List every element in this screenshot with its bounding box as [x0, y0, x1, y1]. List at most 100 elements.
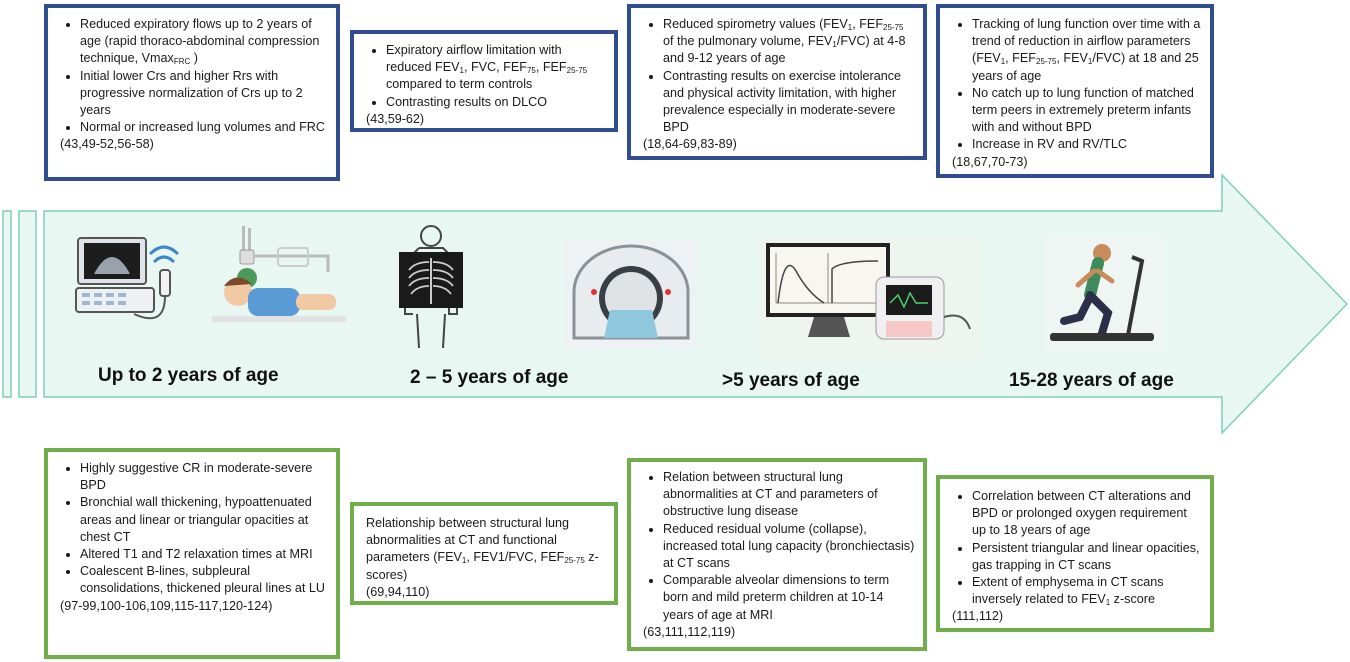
stage-label-over-5: >5 years of age [722, 370, 860, 391]
ultrasound-machine-icon [75, 237, 180, 320]
imaging-box-2-5: Relationship between structural lung abn… [350, 502, 618, 605]
arrow-tail-bar-1 [2, 210, 12, 398]
text-run: Extent of emphysema in CT scans inversel… [972, 575, 1164, 607]
imaging-box-15-28: Correlation between CT alterations and B… [936, 475, 1214, 632]
reference-list: (97-99,100-106,109,115-117,120-124) [60, 598, 273, 613]
text-run: , FVC, FEF [463, 60, 527, 75]
subscript: 25-75 [564, 556, 585, 566]
subscript: 1 [1087, 57, 1093, 67]
text-run: Expiratory airflow limitation with reduc… [386, 43, 562, 75]
bullet-item: Comparable alveolar dimensions to term b… [663, 572, 917, 624]
subscript: 1 [847, 23, 853, 32]
bullet-item: Normal or increased lung volumes and FRC [80, 119, 330, 136]
bullet-list: Highly suggestive CR in moderate-severe … [52, 460, 330, 598]
text-run: compared to term controls [386, 77, 533, 92]
reference-list: (111,112) [952, 609, 1004, 624]
text-run: Contrasting results on DLCO [386, 94, 547, 109]
bullet-item: Increase in RV and RV/TLC [972, 136, 1204, 153]
subscript: 1 [459, 66, 464, 76]
text-run: Bronchial wall thickening, hypoattenuate… [80, 495, 312, 544]
subscript: 25-75 [566, 66, 588, 76]
text-run: , FEV [1056, 51, 1088, 66]
bullet-list: Correlation between CT alterations and B… [944, 488, 1204, 608]
text-run: , FEV1/FVC, FEF [466, 550, 565, 565]
bullet-item: Relation between structural lung abnorma… [663, 469, 917, 521]
treadmill-runner-icon [1046, 237, 1164, 351]
text-run: Normal or increased lung volumes and FRC [80, 120, 325, 135]
spirometry-monitor-icon [760, 237, 980, 361]
text-run: Reduced residual volume (collapse), incr… [663, 521, 915, 571]
subscript: 75 [526, 66, 536, 76]
text-run: Persistent triangular and linear opaciti… [972, 540, 1200, 572]
text-run: Initial lower Crs and higher Rrs with pr… [80, 68, 303, 118]
subscript: 1 [832, 40, 837, 50]
function-box-15-28: Tracking of lung function over time with… [936, 4, 1214, 178]
text-run: Tracking of lung function over time with… [972, 17, 1201, 66]
bullet-item: Bronchial wall thickening, hypoattenuate… [80, 494, 330, 546]
text-run: Coalescent B-lines, subpleural consolida… [80, 564, 326, 596]
subscript: 25-75 [1035, 57, 1057, 67]
reference-list: (43,49-52,56-58) [60, 137, 154, 152]
text-run: , FEF [1005, 51, 1036, 66]
subscript: 1 [461, 556, 467, 566]
function-box-over-5: Reduced spirometry values (FEV1, FEF25-7… [627, 4, 927, 160]
ct-scanner-icon [566, 240, 696, 348]
bullet-list: Reduced expiratory flows up to 2 years o… [52, 16, 330, 136]
function-box-2-5: Expiratory airflow limitation with reduc… [350, 30, 618, 132]
bullet-item: Tracking of lung function over time with… [972, 16, 1204, 85]
text-run: Increase in RV and RV/TLC [972, 137, 1127, 152]
text-run: Relation between structural lung abnorma… [663, 470, 878, 519]
arrow-tail-bar-2 [18, 210, 37, 398]
chest-xray-icon [399, 225, 463, 349]
text-run: z-scores) [366, 550, 599, 582]
bullet-list: Expiratory airflow limitation with reduc… [358, 42, 608, 111]
text-run: Highly suggestive CR in moderate-severe … [80, 461, 313, 493]
stage-label-15-28: 15-28 years of age [1009, 370, 1174, 391]
text-run: of the pulmonary volume, FEV [663, 34, 833, 49]
bullet-list: Reduced spirometry values (FEV1, FEF25-7… [635, 16, 917, 136]
text-run: Relationship between structural lung abn… [366, 516, 570, 565]
reference-list: (63,111,112,119) [643, 624, 736, 639]
function-box-up-to-2: Reduced expiratory flows up to 2 years o… [44, 4, 340, 181]
text-run: Contrasting results on exercise intolera… [663, 68, 902, 135]
bullet-item: Highly suggestive CR in moderate-severe … [80, 460, 330, 494]
text-run: ) [190, 51, 198, 66]
subscript: FRC [173, 57, 191, 67]
text-run: Reduced spirometry values (FEV [663, 17, 848, 31]
bullet-item: Initial lower Crs and higher Rrs with pr… [80, 68, 330, 120]
bullet-item: Contrasting results on DLCO [386, 94, 608, 111]
stage-label-up-to-2: Up to 2 years of age [98, 365, 279, 386]
reference-list: (18,64-69,83-89) [643, 137, 737, 152]
bullet-item: Reduced spirometry values (FEV1, FEF25-7… [663, 16, 917, 68]
bullet-item: Persistent triangular and linear opaciti… [972, 540, 1204, 574]
bullet-item: Expiratory airflow limitation with reduc… [386, 42, 608, 94]
subscript: 25-75 [883, 23, 904, 32]
stage-label-2-5: 2 – 5 years of age [410, 367, 569, 388]
infant-lung-test-icon [212, 226, 346, 322]
bullet-item: No catch up to lung function of matched … [972, 85, 1204, 137]
text-run: No catch up to lung function of matched … [972, 85, 1194, 135]
text-run: z-score [1110, 592, 1155, 607]
imaging-box-over-5: Relation between structural lung abnorma… [627, 458, 927, 651]
reference-list: (69,94,110) [366, 584, 430, 599]
text-run: , FEF [535, 60, 567, 75]
reference-list: (43,59-62) [366, 111, 425, 126]
text-run: , FEF [852, 17, 884, 31]
text-run: Altered T1 and T2 relaxation times at MR… [80, 547, 313, 562]
bullet-item: Coalescent B-lines, subpleural consolida… [80, 563, 330, 597]
bullet-item: Correlation between CT alterations and B… [972, 488, 1204, 540]
subscript: 1 [1000, 57, 1006, 67]
text-run: /FVC) at 18 and 25 years of age [972, 51, 1199, 83]
bullet-item: Reduced expiratory flows up to 2 years o… [80, 16, 330, 68]
box-paragraph: Relationship between structural lung abn… [358, 515, 608, 584]
text-run: Comparable alveolar dimensions to term b… [663, 573, 890, 622]
text-run: Correlation between CT alterations and B… [972, 489, 1191, 538]
subscript: 1 [1105, 598, 1111, 608]
bullet-list: Relation between structural lung abnorma… [635, 469, 917, 624]
text-run: Reduced expiratory flows up to 2 years o… [80, 17, 320, 66]
imaging-box-up-to-2: Highly suggestive CR in moderate-severe … [44, 448, 340, 659]
bullet-item: Extent of emphysema in CT scans inversel… [972, 574, 1204, 608]
bullet-item: Altered T1 and T2 relaxation times at MR… [80, 546, 330, 563]
bullet-item: Contrasting results on exercise intolera… [663, 68, 917, 137]
bullet-list: Tracking of lung function over time with… [944, 16, 1204, 154]
